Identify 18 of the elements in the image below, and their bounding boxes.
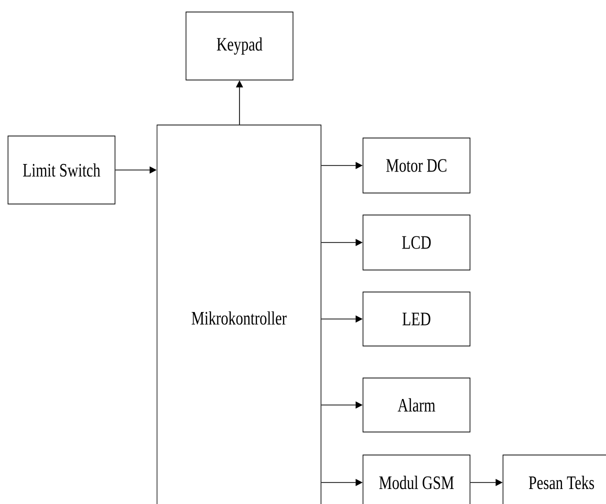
block-box xyxy=(362,138,470,194)
block-box xyxy=(362,214,470,270)
block-label: Modul GSM xyxy=(379,476,454,490)
block-label: Keypad xyxy=(216,37,262,55)
block-box xyxy=(362,454,470,504)
block-label: Motor DC xyxy=(386,159,446,172)
block-box xyxy=(186,12,294,80)
block-label: LED xyxy=(402,312,430,326)
block-label: Mikrokontroller xyxy=(192,311,287,325)
block-label: Pesan Teks xyxy=(528,476,594,490)
block-label: Limit Switch xyxy=(23,163,100,177)
block-label: Alarm xyxy=(398,398,436,412)
block-label: LCD xyxy=(402,236,431,249)
block-box xyxy=(156,124,322,504)
block-box xyxy=(502,454,606,504)
block-box xyxy=(362,292,470,346)
block-box xyxy=(8,136,116,204)
block-box xyxy=(362,378,470,432)
